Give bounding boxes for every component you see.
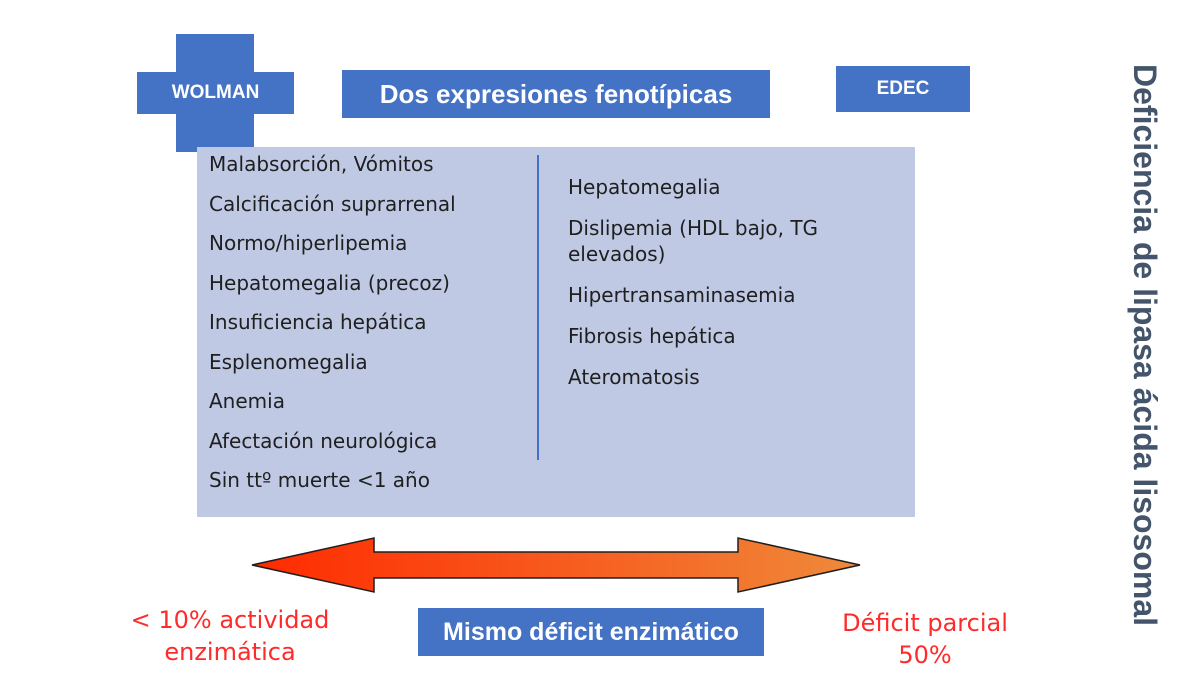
edec-feature-item: Hipertransaminasemia: [568, 283, 796, 307]
edec-label-box: EDEC: [836, 66, 970, 112]
wolman-feature-item: Malabsorción, Vómitos: [209, 152, 434, 176]
right-caption: Déficit parcial 50%: [842, 609, 1008, 669]
left-caption: < 10% actividad enzimática: [130, 606, 330, 666]
column-divider: [537, 155, 539, 460]
edec-label: EDEC: [876, 78, 930, 99]
bottom-label-box: Mismo déficit enzimático: [418, 608, 764, 656]
wolman-feature-item: Sin ttº muerte <1 año: [209, 468, 430, 492]
title-box: Dos expresiones fenotípicas: [342, 70, 770, 118]
page-title: Dos expresiones fenotípicas: [379, 78, 733, 109]
double-arrow: [251, 537, 861, 593]
wolman-label: WOLMAN: [171, 82, 260, 103]
edec-feature-item: Fibrosis hepática: [568, 324, 736, 348]
side-title: Deficiencia de lipasa ácida lisosomal: [1127, 63, 1163, 627]
wolman-label-box: WOLMAN: [137, 72, 294, 114]
features-panel: [197, 147, 915, 517]
wolman-feature-item: Esplenomegalia: [209, 349, 368, 374]
bottom-label: Mismo déficit enzimático: [443, 617, 739, 646]
wolman-feature-item: Normo/hiperlipemia: [209, 231, 408, 255]
edec-feature-item: Hepatomegalia: [568, 175, 721, 199]
wolman-feature-item: Hepatomegalia (precoz): [209, 270, 450, 295]
wolman-feature-item: Calcificación suprarrenal: [209, 191, 456, 216]
edec-feature-item: Ateromatosis: [568, 365, 700, 389]
edec-feature-list: Hepatomegalia Dislipemia (HDL bajo, TG e…: [568, 174, 868, 405]
double-arrow-shape: [251, 537, 861, 593]
wolman-feature-item: Afectación neurológica: [209, 428, 438, 453]
wolman-feature-item: Anemia: [209, 389, 285, 413]
wolman-feature-item: Insuficiencia hepática: [209, 310, 427, 334]
wolman-feature-list: Malabsorción, Vómitos Calcificación supr…: [209, 151, 529, 507]
edec-feature-item: Dislipemia (HDL bajo, TG elevados): [568, 216, 819, 266]
